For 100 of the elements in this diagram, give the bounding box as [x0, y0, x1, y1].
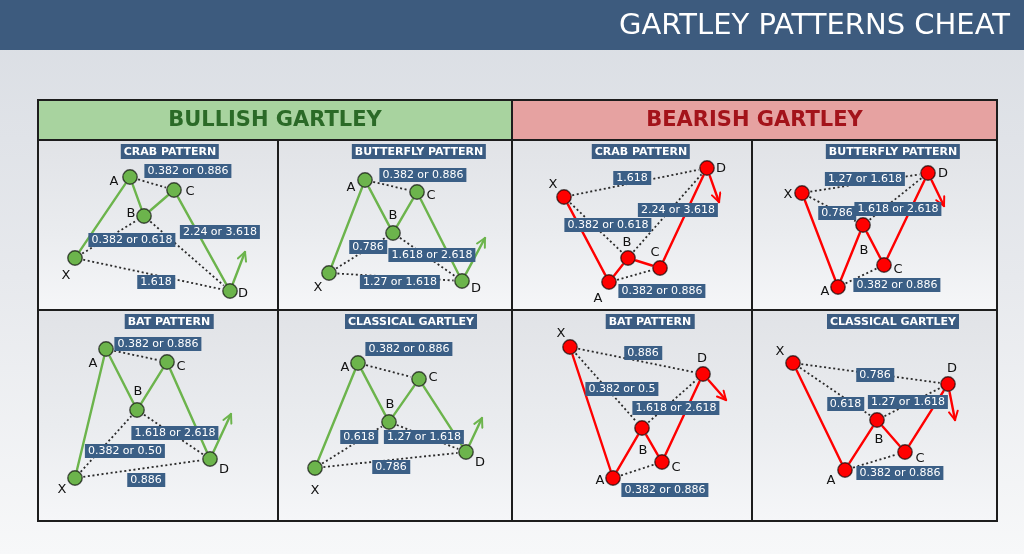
pattern-panel: [513, 311, 751, 520]
pivot-point: [695, 366, 711, 382]
point-letter: A: [88, 355, 98, 369]
column-header-band: [39, 101, 511, 139]
dotted-ratio-line: [647, 378, 698, 424]
pivot-point: [699, 160, 715, 176]
ratio-label: 0.382 or 0.886: [144, 164, 232, 178]
trend-arrow: [231, 250, 247, 285]
point-letter: D: [716, 160, 726, 174]
point-letter: C: [428, 369, 438, 383]
point-letter: C: [671, 459, 681, 473]
pivot-point: [556, 189, 572, 205]
pattern-title: BAT PATTERN: [605, 314, 695, 329]
dotted-ratio-line: [82, 258, 223, 291]
pivot-point: [98, 341, 114, 357]
point-letter: C: [185, 183, 195, 197]
point-letter: X: [548, 176, 558, 190]
dotted-ratio-line: [372, 181, 410, 191]
pivot-point: [411, 371, 427, 387]
point-letter: C: [915, 450, 925, 464]
trend-arrow: [464, 236, 487, 275]
point-letter: X: [310, 482, 320, 496]
pivot-point: [620, 250, 636, 266]
dotted-ratio-line: [852, 453, 898, 469]
point-letter: B: [385, 396, 395, 410]
ratio-label: 1.618 or 2.618: [854, 202, 942, 216]
point-letter: A: [346, 179, 356, 193]
price-swing-line: [803, 199, 837, 281]
ratio-label: 1.618: [137, 275, 175, 289]
pattern-panel: [513, 141, 751, 309]
ratio-label: 0.786: [856, 368, 894, 382]
point-letter: A: [593, 290, 603, 304]
price-swing-line: [392, 384, 416, 417]
point-letter: B: [638, 442, 648, 456]
pivot-point: [897, 444, 913, 460]
price-swing-line: [317, 369, 356, 462]
ratio-label: 1.618 or 2.618: [388, 248, 476, 262]
column-header: BULLISH GARTLEY: [168, 108, 382, 132]
point-letter: D: [938, 165, 948, 179]
dotted-ratio-line: [620, 463, 655, 477]
point-letter: B: [874, 431, 884, 445]
trend-arrow: [948, 391, 959, 422]
point-letter: X: [783, 186, 793, 200]
column-header: BEARISH GARTLEY: [646, 108, 863, 132]
dotted-ratio-line: [574, 352, 638, 423]
ratio-label: 1.618 or 2.618: [131, 426, 219, 440]
pivot-point: [785, 355, 801, 371]
dotted-ratio-line: [365, 364, 412, 378]
price-swing-line: [360, 369, 387, 416]
pivot-point: [136, 208, 152, 224]
pivot-point: [920, 165, 936, 181]
price-swing-line: [848, 425, 874, 465]
trend-arrow: [708, 174, 722, 204]
pivot-point: [67, 250, 83, 266]
pivot-point: [159, 354, 175, 370]
ratio-label: 1.618 or 2.618: [632, 401, 720, 415]
ratio-label: 2.24 or 3.618: [637, 203, 719, 217]
pivot-point: [605, 470, 621, 486]
ratio-label: 2.24 or 3.618: [179, 225, 261, 239]
point-letter: D: [219, 461, 229, 475]
dotted-ratio-line: [143, 413, 204, 456]
pivot-point: [321, 265, 337, 281]
price-swing-line: [367, 186, 391, 227]
point-letter: X: [57, 481, 67, 495]
pattern-title: CRAB PATTERN: [591, 144, 691, 159]
dotted-ratio-line: [632, 173, 703, 253]
pivot-point: [357, 172, 373, 188]
pivot-point: [562, 339, 578, 355]
page-title: GARTLEY PATTERNS CHEAT: [618, 9, 1010, 41]
price-swing-line: [140, 367, 164, 405]
dotted-ratio-line: [399, 236, 456, 278]
price-swing-line: [108, 355, 135, 404]
point-letter: B: [388, 207, 398, 221]
point-letter: A: [820, 283, 830, 297]
dotted-ratio-line: [569, 201, 623, 254]
point-letter: D: [697, 350, 707, 364]
pivot-point: [222, 283, 238, 299]
pattern-title: BUTTERFLY PATTERN: [825, 144, 961, 159]
point-letter: D: [475, 454, 485, 468]
price-swing-line: [645, 434, 659, 456]
pivot-point: [458, 444, 474, 460]
ratio-label: 0.618: [340, 430, 378, 444]
dotted-ratio-line: [137, 178, 167, 189]
pivot-point: [122, 169, 138, 185]
pivot-point: [652, 260, 668, 276]
ratio-label: 0.382 or 0.618: [88, 233, 176, 247]
dotted-ratio-line: [149, 220, 225, 287]
point-letter: B: [859, 242, 869, 256]
trend-arrow: [468, 416, 484, 446]
pattern-panel: [753, 141, 996, 309]
point-letter: C: [893, 261, 903, 275]
pivot-point: [855, 217, 871, 233]
price-swing-line: [75, 356, 106, 471]
price-swing-line: [865, 231, 882, 259]
price-swing-line: [616, 434, 639, 472]
point-letter: D: [238, 285, 248, 299]
point-letter: C: [176, 358, 186, 372]
trend-arrow: [930, 179, 946, 208]
price-swing-line: [131, 183, 143, 210]
point-letter: B: [126, 205, 136, 219]
